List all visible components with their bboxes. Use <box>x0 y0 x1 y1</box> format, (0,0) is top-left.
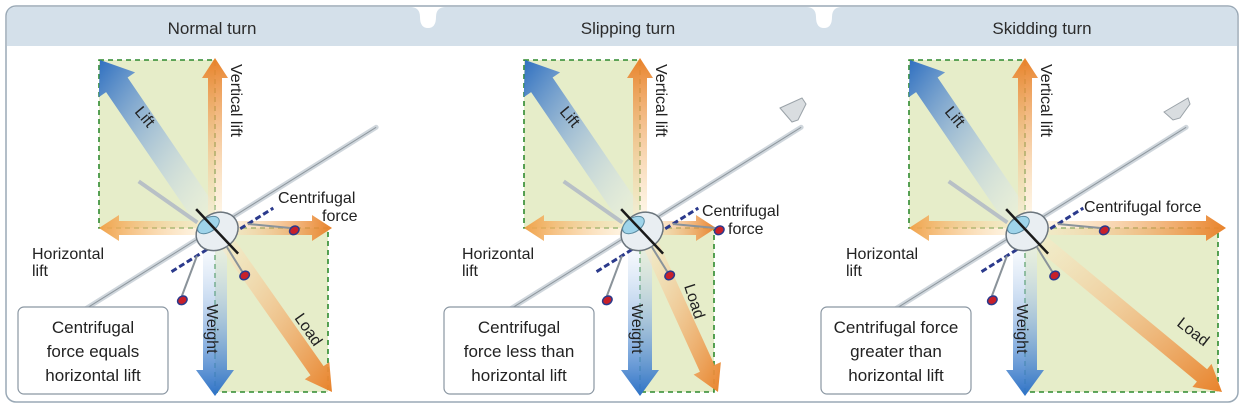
skid-direction-arrowhead <box>1163 97 1191 121</box>
weight-label: Weight <box>628 304 645 354</box>
vertical-lift-label: Vertical lift <box>1037 64 1054 137</box>
horizontal-lift-label-line: Horizontal <box>32 246 104 263</box>
centrifugal-force-arrow <box>215 215 332 241</box>
right-strut <box>1057 222 1101 230</box>
caption-text: Centrifugal force less than horizontal lif… <box>464 318 575 385</box>
caption-box <box>820 306 972 395</box>
wheel <box>664 270 676 281</box>
centrifugal-force-arrow <box>1025 215 1226 241</box>
wheel <box>601 295 613 306</box>
caption-text-line: Centrifugal force <box>834 318 959 337</box>
nose-gear-strut <box>1035 246 1054 273</box>
load-arrow <box>638 230 721 392</box>
wheel <box>176 295 188 306</box>
panel-title: Normal turn <box>168 19 257 38</box>
vertical-tail <box>137 179 199 225</box>
weight-arrow <box>1006 248 1044 396</box>
propeller <box>195 208 240 255</box>
caption-text-line: horizontal lift <box>471 366 567 385</box>
vertical-lift-arrow <box>1012 58 1038 228</box>
lift-arrow <box>523 60 645 228</box>
weight-arrow <box>621 248 659 396</box>
wheel <box>288 225 300 236</box>
horizontal-lift-label-line: Horizontal <box>846 246 918 263</box>
caption-text-line: force less than <box>464 342 575 361</box>
header-band <box>7 7 1237 46</box>
propeller <box>1005 208 1050 255</box>
wheel <box>713 225 725 236</box>
caption-text-line: Centrifugal <box>52 318 134 337</box>
caption-box <box>17 306 169 395</box>
centrifugal-force-label-line: Centrifugal <box>278 190 355 207</box>
vertical-lift-arrow <box>627 58 653 228</box>
wheel <box>1098 225 1110 236</box>
caption-text-line: horizontal lift <box>45 366 141 385</box>
panel-title: Skidding turn <box>992 19 1091 38</box>
horizontal-lift-label-line: Horizontal <box>462 246 534 263</box>
weight-arrow <box>196 248 234 396</box>
wheel <box>1049 270 1061 281</box>
lift-arrow <box>98 60 220 228</box>
centrifugal-force-label-line: force <box>322 208 358 225</box>
right-strut <box>672 222 716 230</box>
airplane-rear-view <box>51 124 379 332</box>
left-strut <box>605 255 623 297</box>
slip-direction-arrowhead <box>779 97 807 123</box>
centrifugal-force-label-line: Centrifugal <box>702 203 779 220</box>
caption-text-line: horizontal lift <box>848 366 944 385</box>
vertical-lift-arrow <box>202 58 228 228</box>
vertical-tail <box>947 179 1009 225</box>
horizontal-lift-label-line: lift <box>32 263 49 280</box>
left-strut <box>180 255 198 297</box>
caption-text-line: greater than <box>850 342 942 361</box>
airplane-rear-view <box>861 124 1189 332</box>
caption-text: Centrifugal force greater than horizontal … <box>834 318 959 385</box>
caption-text-line: Centrifugal <box>478 318 560 337</box>
horizontal-lift-label-line: lift <box>846 263 863 280</box>
centrifugal-force-label-line: Centrifugal force <box>1084 199 1201 216</box>
wheel <box>239 270 251 281</box>
horizontal-lift-arrow <box>909 215 1025 241</box>
horizontal-lift-arrow <box>524 215 640 241</box>
vertical-lift-label: Vertical lift <box>652 64 669 137</box>
panel-title: Slipping turn <box>581 19 676 38</box>
caption-text-line: force equals <box>47 342 140 361</box>
left-strut <box>990 255 1008 297</box>
caption-box <box>443 306 595 395</box>
caption-text: Centrifugal force equals horizontal lift <box>45 318 141 385</box>
nose-gear-strut <box>650 246 669 273</box>
horizontal-lift-label-line: lift <box>462 263 479 280</box>
load-arrow <box>1025 227 1222 392</box>
propeller <box>620 208 665 255</box>
airplane-rear-view <box>476 124 804 332</box>
centrifugal-force-label-line: force <box>728 221 764 238</box>
vertical-lift-label: Vertical lift <box>227 64 244 137</box>
vertical-tail <box>562 179 624 225</box>
weight-label: Weight <box>1013 304 1030 354</box>
nose-gear-strut <box>225 246 244 273</box>
centrifugal-force-label: Centrifugal force <box>1084 199 1201 216</box>
horizontal-lift-arrow <box>99 215 215 241</box>
right-strut <box>247 222 291 230</box>
lift-arrow <box>908 60 1030 228</box>
weight-label: Weight <box>203 304 220 354</box>
load-arrow <box>214 229 332 392</box>
wheel <box>986 295 998 306</box>
